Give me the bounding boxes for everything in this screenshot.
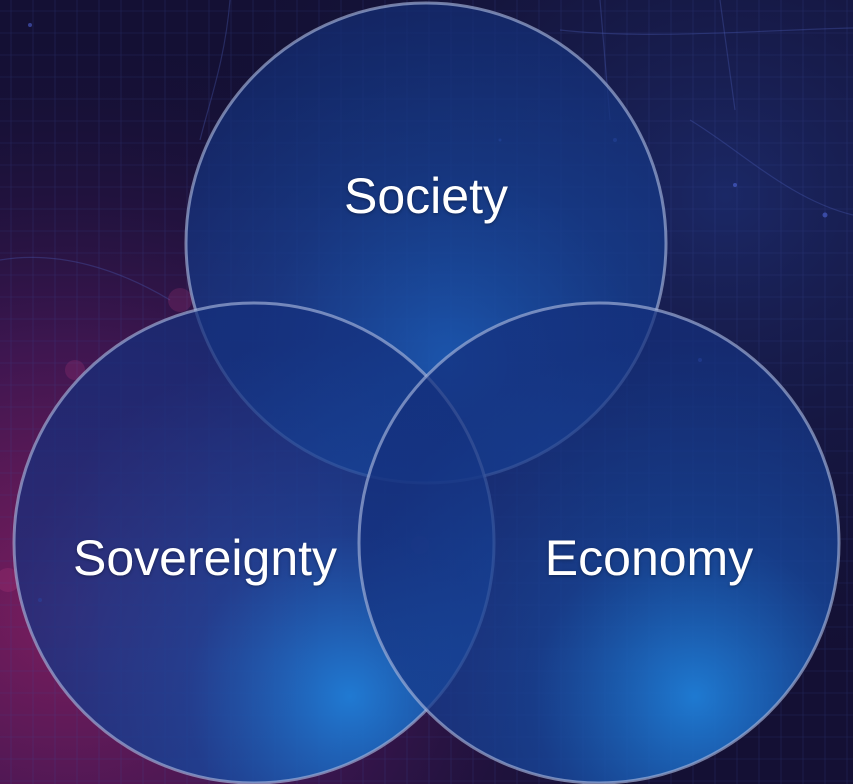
economy-circle [357,301,841,784]
sovereignty-label: Sovereignty [72,530,338,586]
society-label: Society [344,168,508,224]
economy-label: Economy [544,530,754,586]
